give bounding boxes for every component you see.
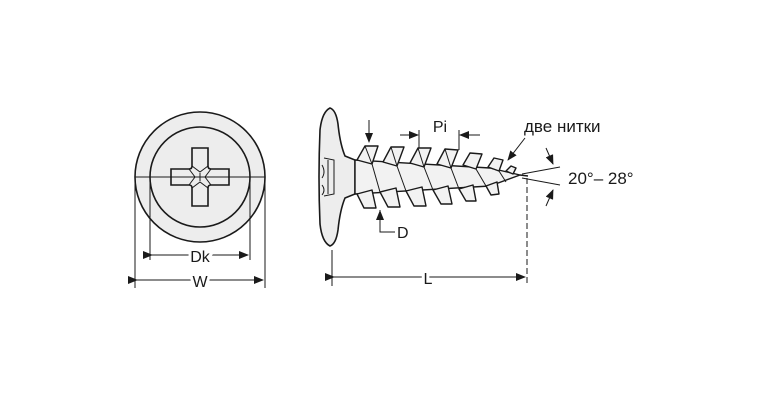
l-label: L bbox=[424, 271, 433, 288]
phillips-recess bbox=[170, 147, 230, 207]
d-label: D bbox=[397, 225, 409, 242]
l-dimension: L bbox=[325, 178, 528, 291]
point-angle-dimension: 20°– 28° bbox=[521, 147, 634, 207]
pi-label: Pi bbox=[433, 119, 447, 136]
double-thread-label: две нитки bbox=[524, 117, 601, 136]
double-thread-callout: две нитки bbox=[507, 117, 601, 161]
head-top-view bbox=[134, 111, 266, 243]
dk-dimension: Dk bbox=[143, 180, 251, 269]
double-thread-leader bbox=[507, 137, 526, 161]
angle-label: 20°– 28° bbox=[568, 169, 634, 188]
pi-dimension: Pi bbox=[400, 119, 480, 150]
screw-head-side bbox=[318, 107, 356, 247]
screw-threads bbox=[356, 145, 517, 209]
dk-label: Dk bbox=[190, 249, 211, 266]
d-dimension: D bbox=[365, 120, 409, 242]
screw-side-view bbox=[318, 107, 529, 247]
w-label: W bbox=[192, 274, 208, 291]
w-dimension: W bbox=[128, 180, 266, 294]
